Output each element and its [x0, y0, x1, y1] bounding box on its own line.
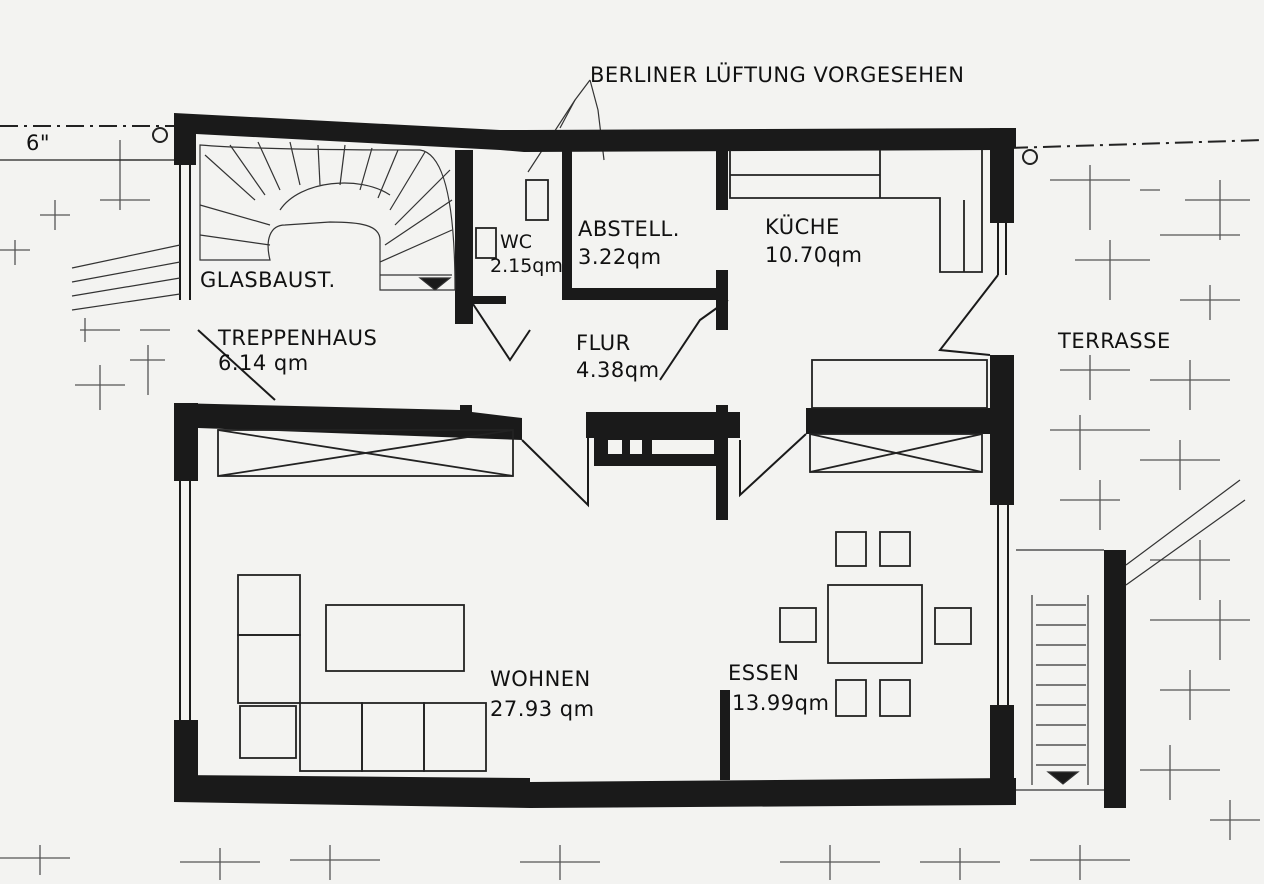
property-line [0, 125, 1264, 165]
landscape-marks [0, 140, 1260, 880]
room-area-kueche: 10.70qm [765, 243, 862, 267]
room-label-glasbaust: GLASBAUST. [200, 268, 336, 292]
room-area-treppenhaus: 6.14 qm [218, 351, 309, 375]
dimension-mark: 6" [26, 131, 50, 155]
dining-furniture [779, 531, 972, 717]
outer-walls [174, 113, 1126, 808]
door-swings [197, 274, 999, 508]
room-area-wohnen: 27.93 qm [490, 697, 595, 721]
living-room-furniture [237, 574, 487, 772]
room-label-treppenhaus: TREPPENHAUS [217, 326, 377, 350]
room-label-terrasse: TERRASSE [1057, 329, 1171, 353]
room-label-abstell: ABSTELL. [578, 217, 680, 241]
room-label-wc: WC [500, 231, 532, 253]
room-label-wohnen: WOHNEN [490, 667, 591, 691]
ventilation-note: BERLINER LÜFTUNG VORGESEHEN [590, 62, 965, 87]
room-area-abstell: 3.22qm [578, 245, 662, 269]
kitchen-counter [729, 150, 983, 273]
room-label-flur: FLUR [576, 331, 631, 355]
room-area-flur: 4.38qm [576, 358, 660, 382]
room-label-kueche: KÜCHE [765, 214, 840, 239]
room-area-essen: 13.99qm [732, 691, 829, 715]
windows [179, 165, 1009, 720]
wc-fixtures [475, 179, 549, 259]
staircase [199, 141, 456, 291]
room-label-essen: ESSEN [728, 661, 799, 685]
terrace-stair [1016, 479, 1246, 791]
room-area-wc: 2.15qm [490, 255, 563, 277]
entrance-steps [71, 244, 181, 311]
wall-shelves [217, 359, 988, 477]
